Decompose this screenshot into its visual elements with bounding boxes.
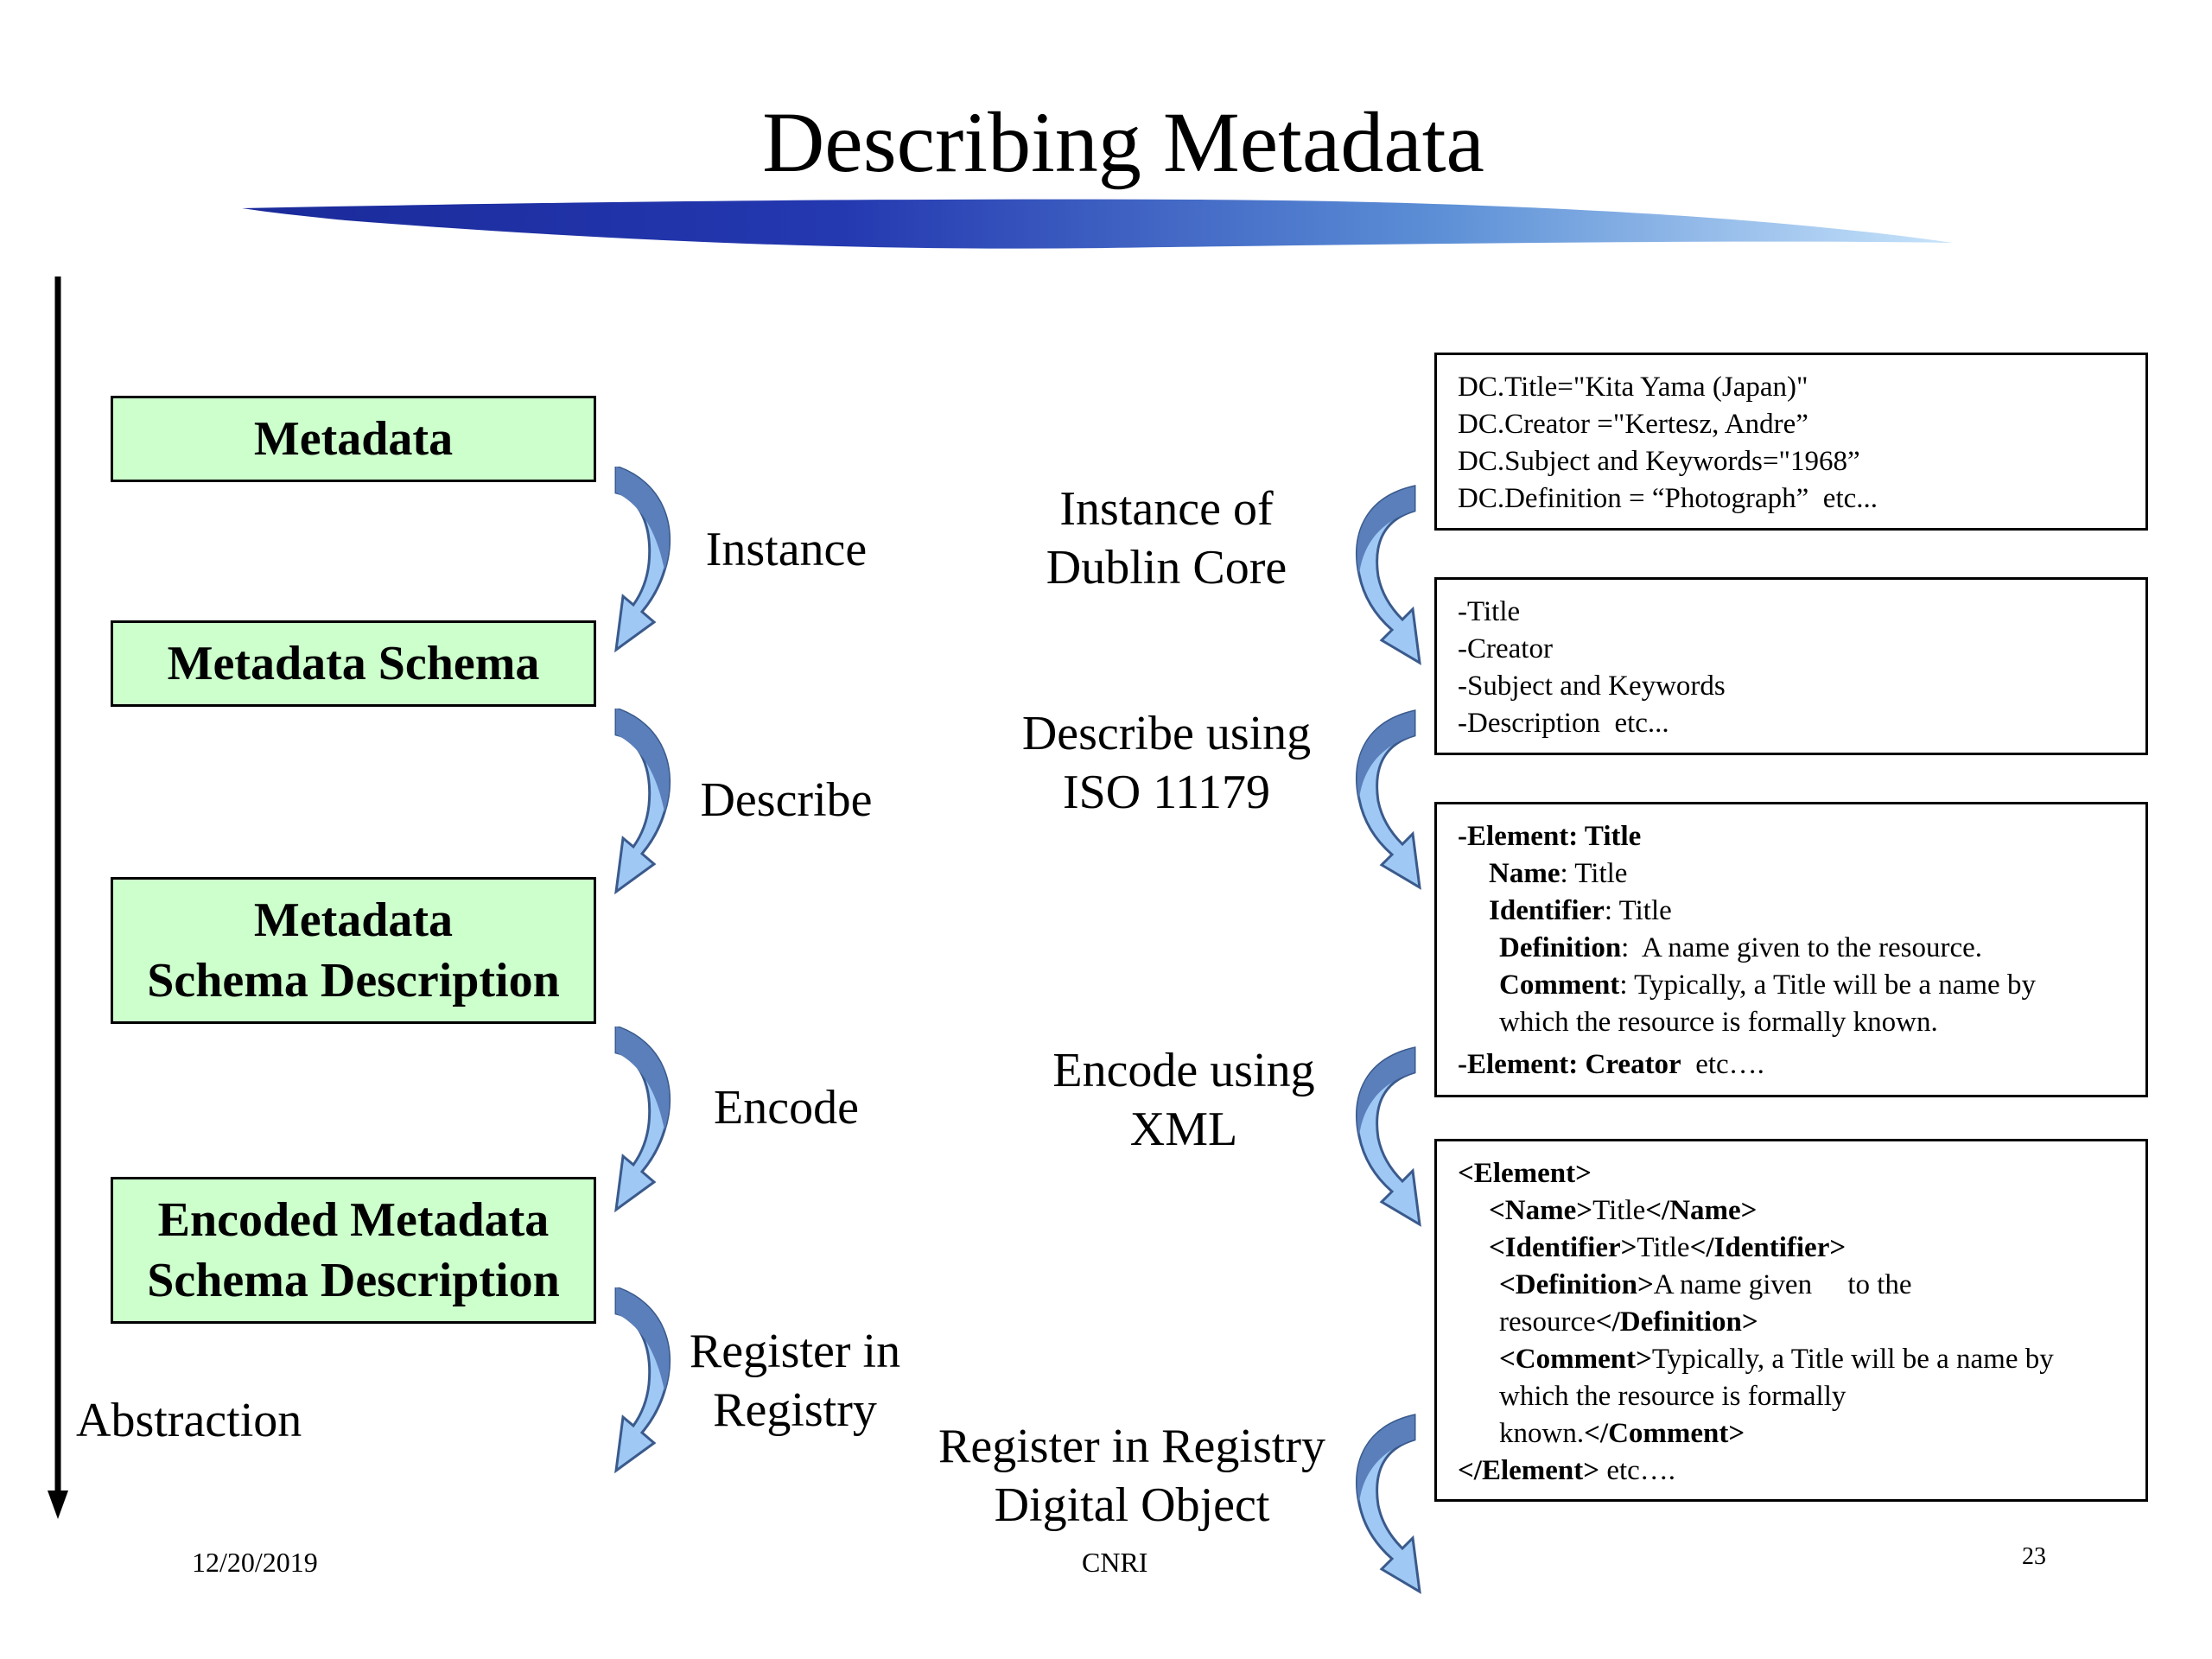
footer-page-number: 23 bbox=[2022, 1543, 2046, 1570]
curved-arrow-icon bbox=[614, 1287, 671, 1474]
encode-label: Encode bbox=[714, 1081, 859, 1135]
field-key: Comment bbox=[1499, 969, 1620, 1001]
describe-using-iso-label: Describe using ISO 11179 bbox=[942, 704, 1391, 822]
abstraction-label: Abstraction bbox=[76, 1394, 302, 1447]
metadata-schema-box: Metadata Schema bbox=[111, 620, 596, 707]
curved-arrow-icon bbox=[614, 467, 671, 653]
metadata-schema-description-box: Metadata Schema Description bbox=[111, 877, 596, 1024]
xml-tag: </Element> bbox=[1458, 1455, 1600, 1486]
title-underline-swoosh bbox=[242, 199, 1953, 249]
encoded-metadata-schema-description-box: Encoded Metadata Schema Description bbox=[111, 1177, 596, 1324]
curved-arrow-icon bbox=[1356, 1414, 1421, 1594]
instance-of-dublin-core-label: Instance of Dublin Core bbox=[942, 480, 1391, 597]
curved-arrow-icon bbox=[614, 1027, 671, 1213]
curved-arrow-icon bbox=[1356, 485, 1421, 665]
footer-date: 12/20/2019 bbox=[192, 1547, 318, 1578]
xml-tag: <Element> bbox=[1458, 1158, 1592, 1189]
xml-tag: </Identifier> bbox=[1689, 1232, 1847, 1263]
etc-text: etc…. bbox=[1599, 1455, 1676, 1486]
field-value: : Title bbox=[1560, 858, 1628, 889]
etc-text: etc…. bbox=[1681, 1049, 1764, 1080]
box-line: Encoded Metadata bbox=[157, 1193, 550, 1247]
label-line: Digital Object bbox=[994, 1478, 1270, 1532]
register-in-registry-label: Register in Registry bbox=[665, 1322, 925, 1440]
xml-text: known. bbox=[1499, 1418, 1585, 1449]
xml-tag: </Definition> bbox=[1595, 1306, 1758, 1338]
text-line: DC.Creator ="Kertesz, Andre” bbox=[1458, 409, 1808, 440]
iso-11179-description-box: -Element: Title Name: Title Identifier: … bbox=[1434, 802, 2148, 1097]
xml-text: resource bbox=[1499, 1306, 1596, 1338]
text-line: DC.Title="Kita Yama (Japan)" bbox=[1458, 372, 1808, 403]
xml-tag: <Identifier> bbox=[1489, 1232, 1637, 1263]
curved-arrow-icon bbox=[614, 709, 671, 895]
text-line: -Description etc... bbox=[1458, 708, 1669, 739]
xml-text: Title bbox=[1592, 1195, 1646, 1226]
field-value: : Title bbox=[1604, 895, 1672, 926]
xml-text: Typically, a Title will be a name by bbox=[1651, 1344, 2054, 1375]
curved-arrow-icon bbox=[1356, 1046, 1421, 1227]
text-line: -Creator bbox=[1458, 633, 1553, 664]
describe-label: Describe bbox=[700, 773, 873, 827]
xml-text: Title bbox=[1637, 1232, 1690, 1263]
xml-encoding-box: <Element> <Name>Title</Name> <Identifier… bbox=[1434, 1139, 2148, 1502]
field-value-continued: which the resource is formally known. bbox=[1499, 1007, 1938, 1038]
xml-tag: <Definition> bbox=[1499, 1269, 1654, 1300]
instance-label: Instance bbox=[705, 523, 868, 576]
text-line: DC.Definition = “Photograph” etc... bbox=[1458, 483, 1878, 514]
xml-tag: </Name> bbox=[1645, 1195, 1758, 1226]
field-key: Definition bbox=[1499, 932, 1622, 963]
field-key: Identifier bbox=[1489, 895, 1605, 926]
metadata-box: Metadata bbox=[111, 396, 596, 482]
schema-elements-box: -Title -Creator -Subject and Keywords -D… bbox=[1434, 577, 2148, 755]
box-line: Schema Description bbox=[147, 954, 560, 1007]
xml-tag: <Comment> bbox=[1499, 1344, 1652, 1375]
element-heading: -Element: Title bbox=[1458, 821, 1642, 852]
label-line: Dublin Core bbox=[1046, 541, 1287, 594]
field-value: : Typically, a Title will be a name by bbox=[1619, 969, 2036, 1001]
label-line: XML bbox=[1129, 1103, 1238, 1156]
box-line: Schema Description bbox=[147, 1254, 560, 1307]
text-line: -Title bbox=[1458, 596, 1521, 627]
dublin-core-instance-box: DC.Title="Kita Yama (Japan)" DC.Creator … bbox=[1434, 353, 2148, 531]
label-line: Registry bbox=[713, 1383, 877, 1437]
box-line: Metadata bbox=[253, 893, 454, 947]
abstraction-axis-arrow bbox=[48, 276, 68, 1519]
element-heading: -Element: Creator bbox=[1458, 1049, 1681, 1080]
encode-using-xml-label: Encode using XML bbox=[959, 1041, 1408, 1159]
label-line: Register in Registry bbox=[938, 1420, 1325, 1473]
label-line: Instance of bbox=[1059, 482, 1274, 536]
slide-title: Describing Metadata bbox=[762, 94, 1484, 190]
field-value: : A name given to the resource. bbox=[1621, 932, 1983, 963]
text-line: DC.Subject and Keywords="1968” bbox=[1458, 446, 1860, 477]
footer-org: CNRI bbox=[1082, 1547, 1148, 1578]
metadata-box-label: Metadata bbox=[253, 412, 454, 466]
label-line: ISO 11179 bbox=[1062, 766, 1271, 819]
text-line: -Subject and Keywords bbox=[1458, 671, 1726, 702]
xml-text: which the resource is formally bbox=[1499, 1381, 1847, 1412]
label-line: Encode using bbox=[1052, 1044, 1315, 1097]
curved-arrow-icon bbox=[1356, 709, 1421, 890]
metadata-schema-box-label: Metadata Schema bbox=[167, 637, 540, 690]
register-in-registry-digital-object-label: Register in Registry Digital Object bbox=[907, 1417, 1357, 1535]
xml-tag: <Name> bbox=[1489, 1195, 1593, 1226]
label-line: Register in bbox=[689, 1325, 901, 1378]
xml-tag: </Comment> bbox=[1584, 1418, 1745, 1449]
label-line: Describe using bbox=[1021, 707, 1312, 760]
field-key: Name bbox=[1489, 858, 1560, 889]
xml-text: A name given to the bbox=[1653, 1269, 1912, 1300]
